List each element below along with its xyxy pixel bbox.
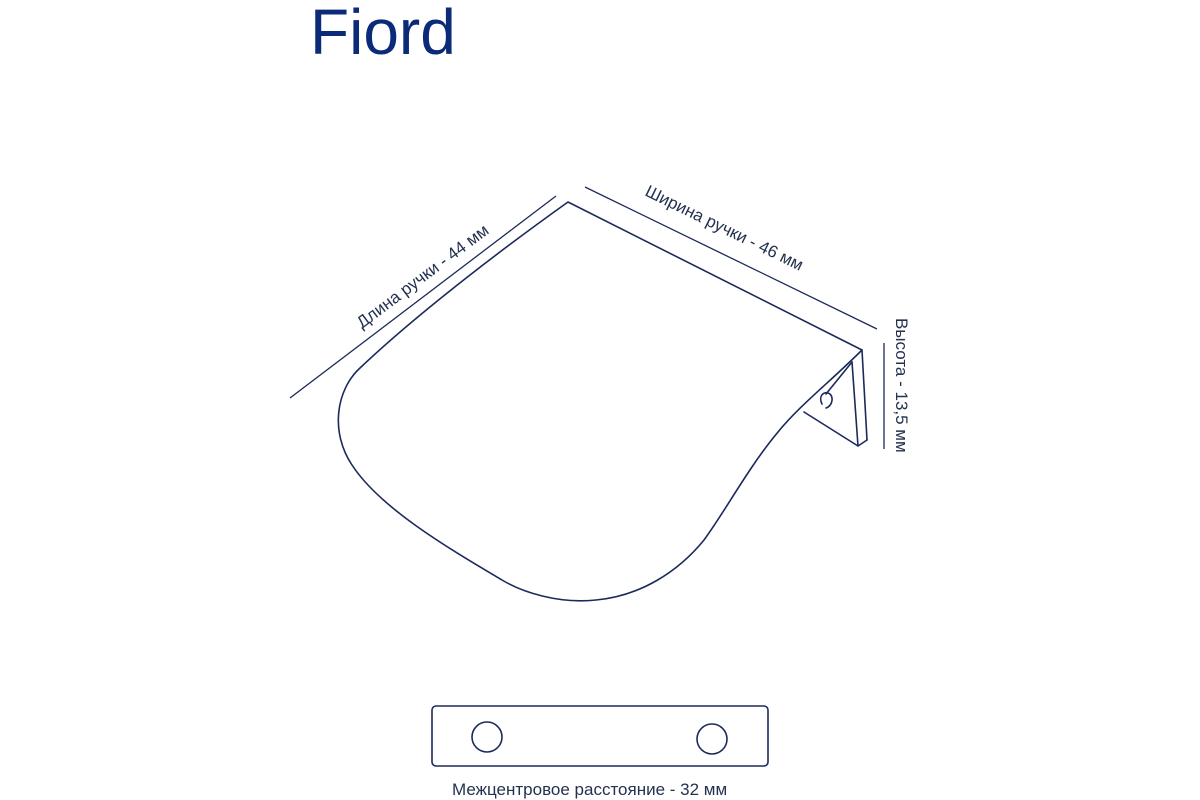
- width-label: Ширина ручки - 46 мм: [642, 182, 806, 275]
- handle-lip-connector: [825, 361, 853, 395]
- mounting-plate: [431, 705, 769, 767]
- handle-lip-inner: [851, 361, 859, 447]
- product-title: Fiord: [310, 0, 456, 68]
- height-label: Высота - 13,5 мм: [892, 318, 911, 453]
- plate-hole-right-icon: [696, 723, 728, 755]
- center-distance-label: Межцентровое расстояние - 32 мм: [452, 780, 727, 799]
- width-dimension-line: [584, 186, 878, 330]
- handle-top-surface: [337, 201, 863, 602]
- plate-hole-left-icon: [471, 721, 503, 753]
- length-label: Длина ручки - 44 мм: [353, 221, 492, 333]
- handle-front-edge: [861, 349, 868, 441]
- length-dimension-line: [289, 195, 557, 399]
- mounting-hole-icon: [819, 391, 833, 409]
